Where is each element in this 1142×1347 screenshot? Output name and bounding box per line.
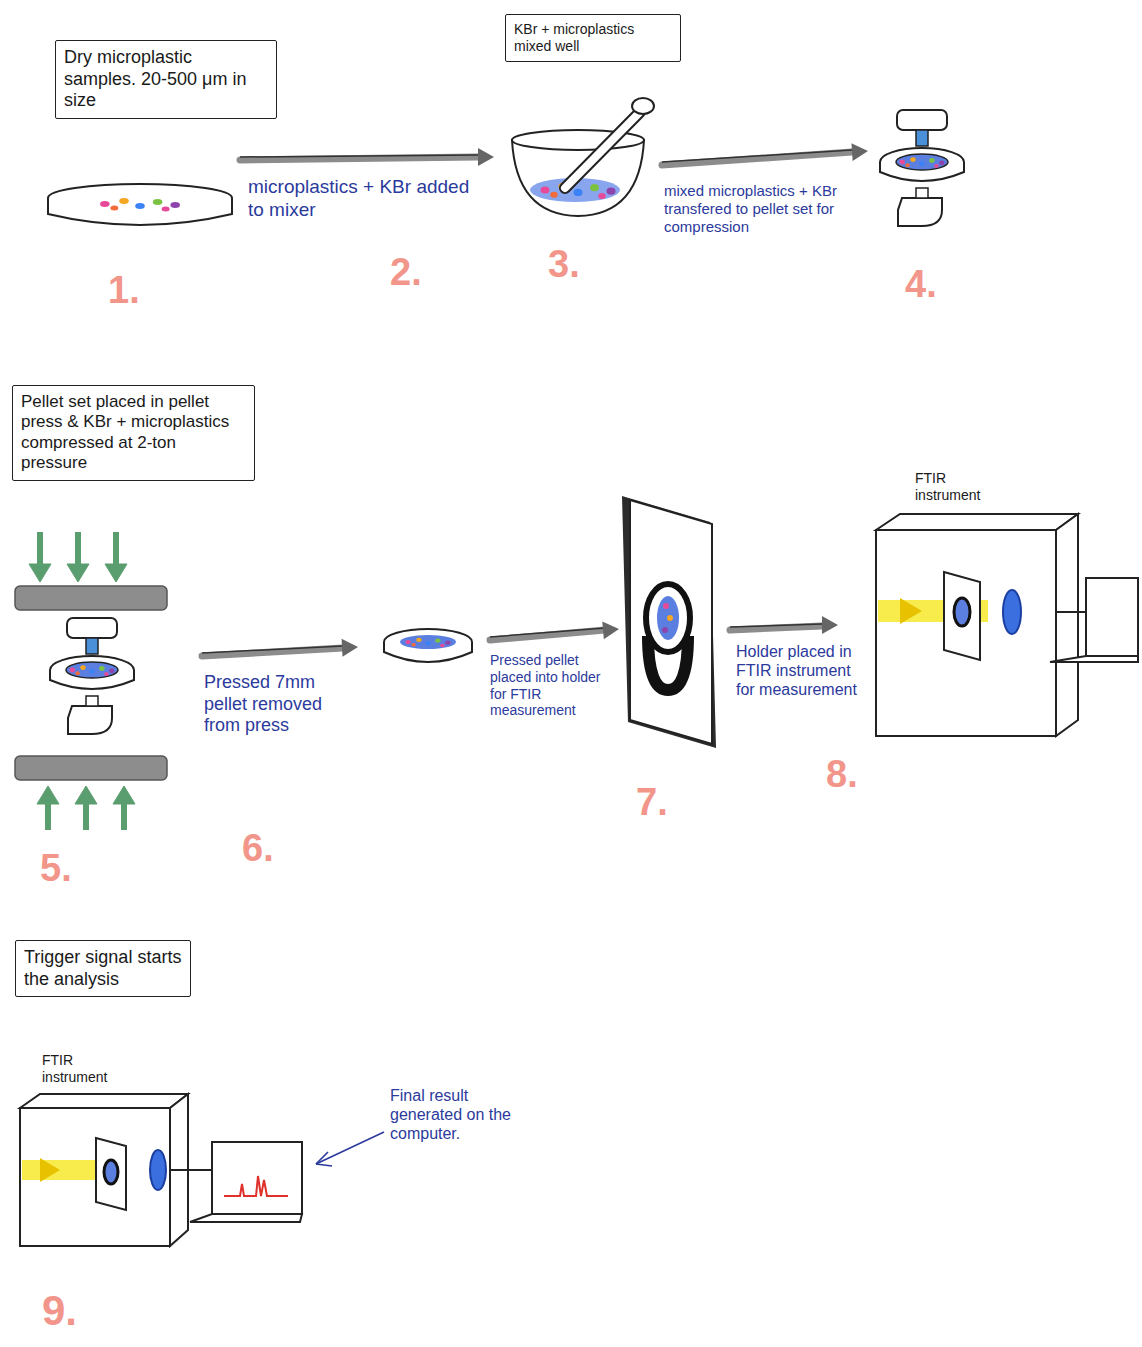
step-label: Holder placed in FTIR instrument for mea… (736, 642, 872, 700)
callout-number: 4. (905, 262, 965, 308)
callout-number: 9. (42, 1286, 102, 1336)
callout-number: 6. (242, 826, 302, 872)
box-text: KBr + microplastics mixed well (514, 21, 672, 55)
note-box: KBr + microplastics mixed well (505, 14, 681, 62)
callout-number: 5. (40, 846, 100, 892)
step-label: microplastics + KBr added to mixer (248, 176, 484, 222)
box-text: Pellet set placed in pellet press & KBr … (21, 392, 246, 474)
step-label: Pressed 7mm pellet removed from press (204, 672, 354, 737)
callout-number: 8. (826, 752, 886, 798)
callout-number: 2. (390, 250, 450, 296)
callout-number: 1. (108, 268, 168, 314)
callout-number: 3. (548, 242, 608, 288)
callout-note: Final result generated on the computer. (390, 1086, 540, 1144)
box-text: Trigger signal starts the analysis (24, 947, 182, 990)
step-label: mixed microplastics + KBr transfered to … (664, 182, 878, 236)
step-label: Pressed pellet placed into holder for FT… (490, 652, 618, 719)
box-text: Dry microplastic samples. 20-500 μm in s… (64, 47, 268, 112)
note-box: Pellet set placed in pellet press & KBr … (12, 385, 255, 481)
instrument-label: FTIR instrument (915, 470, 1015, 504)
note-box: Dry microplastic samples. 20-500 μm in s… (55, 40, 277, 119)
note-box: Trigger signal starts the analysis (15, 940, 191, 997)
callout-number: 7. (636, 780, 696, 826)
instrument-label: FTIR instrument (42, 1052, 142, 1086)
